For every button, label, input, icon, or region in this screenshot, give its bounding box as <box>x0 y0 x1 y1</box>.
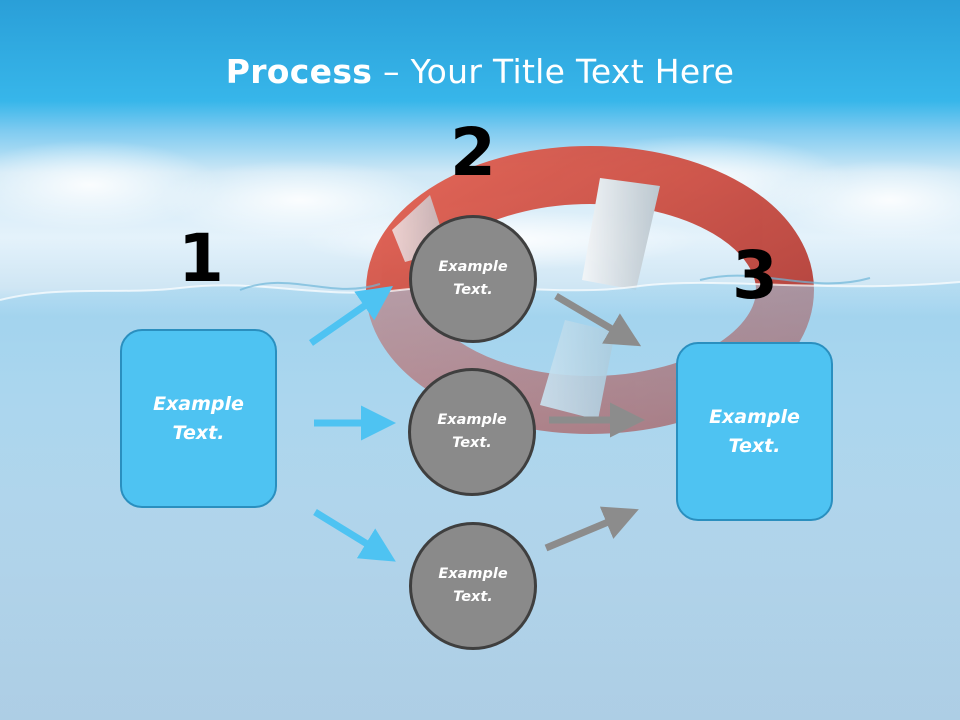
slide-title: Process – Your Title Text Here <box>0 52 960 91</box>
circle-top-label: Example Text. <box>438 259 508 298</box>
step-number-2: 2 <box>450 114 496 191</box>
right-process-box: Example Text. <box>676 342 833 521</box>
circle-middle: Example Text. <box>408 368 536 496</box>
left-process-box: Example Text. <box>120 329 277 508</box>
title-bold: Process <box>225 52 373 91</box>
circle-top: Example Text. <box>409 215 537 343</box>
circle-middle-label: Example Text. <box>437 412 507 451</box>
step-number-3: 3 <box>732 237 778 314</box>
circle-bottom-label: Example Text. <box>438 566 508 605</box>
left-box-label: Example Text. <box>153 392 244 444</box>
title-rest: – Your Title Text Here <box>372 52 735 91</box>
right-box-label: Example Text. <box>709 405 800 457</box>
step-number-1: 1 <box>178 220 224 297</box>
circle-bottom: Example Text. <box>409 522 537 650</box>
